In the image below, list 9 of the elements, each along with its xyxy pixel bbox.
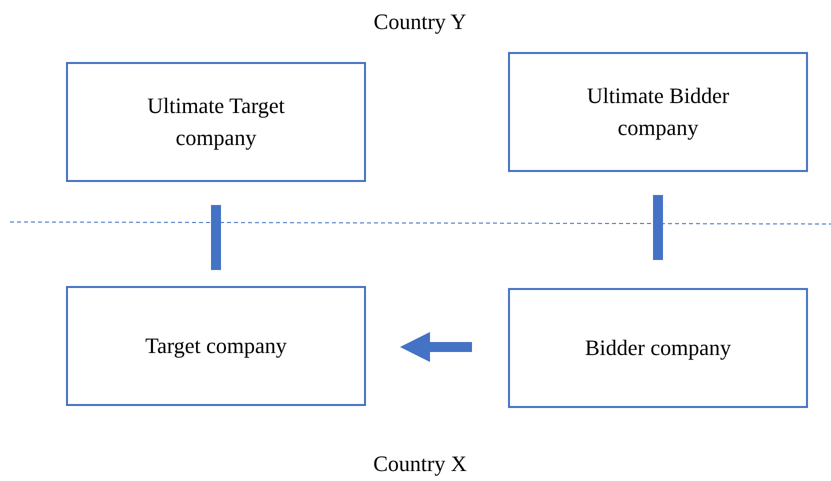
company-box: Ultimate Target company (66, 62, 366, 182)
company-box: Bidder company (508, 288, 808, 408)
region-label: Country X (372, 450, 468, 478)
region-label: Country Y (372, 8, 468, 36)
connector-bar (653, 195, 663, 260)
arrow (400, 332, 472, 362)
connector-bar (211, 205, 221, 270)
company-box: Ultimate Bidder company (508, 52, 808, 172)
company-box: Target company (66, 286, 366, 406)
